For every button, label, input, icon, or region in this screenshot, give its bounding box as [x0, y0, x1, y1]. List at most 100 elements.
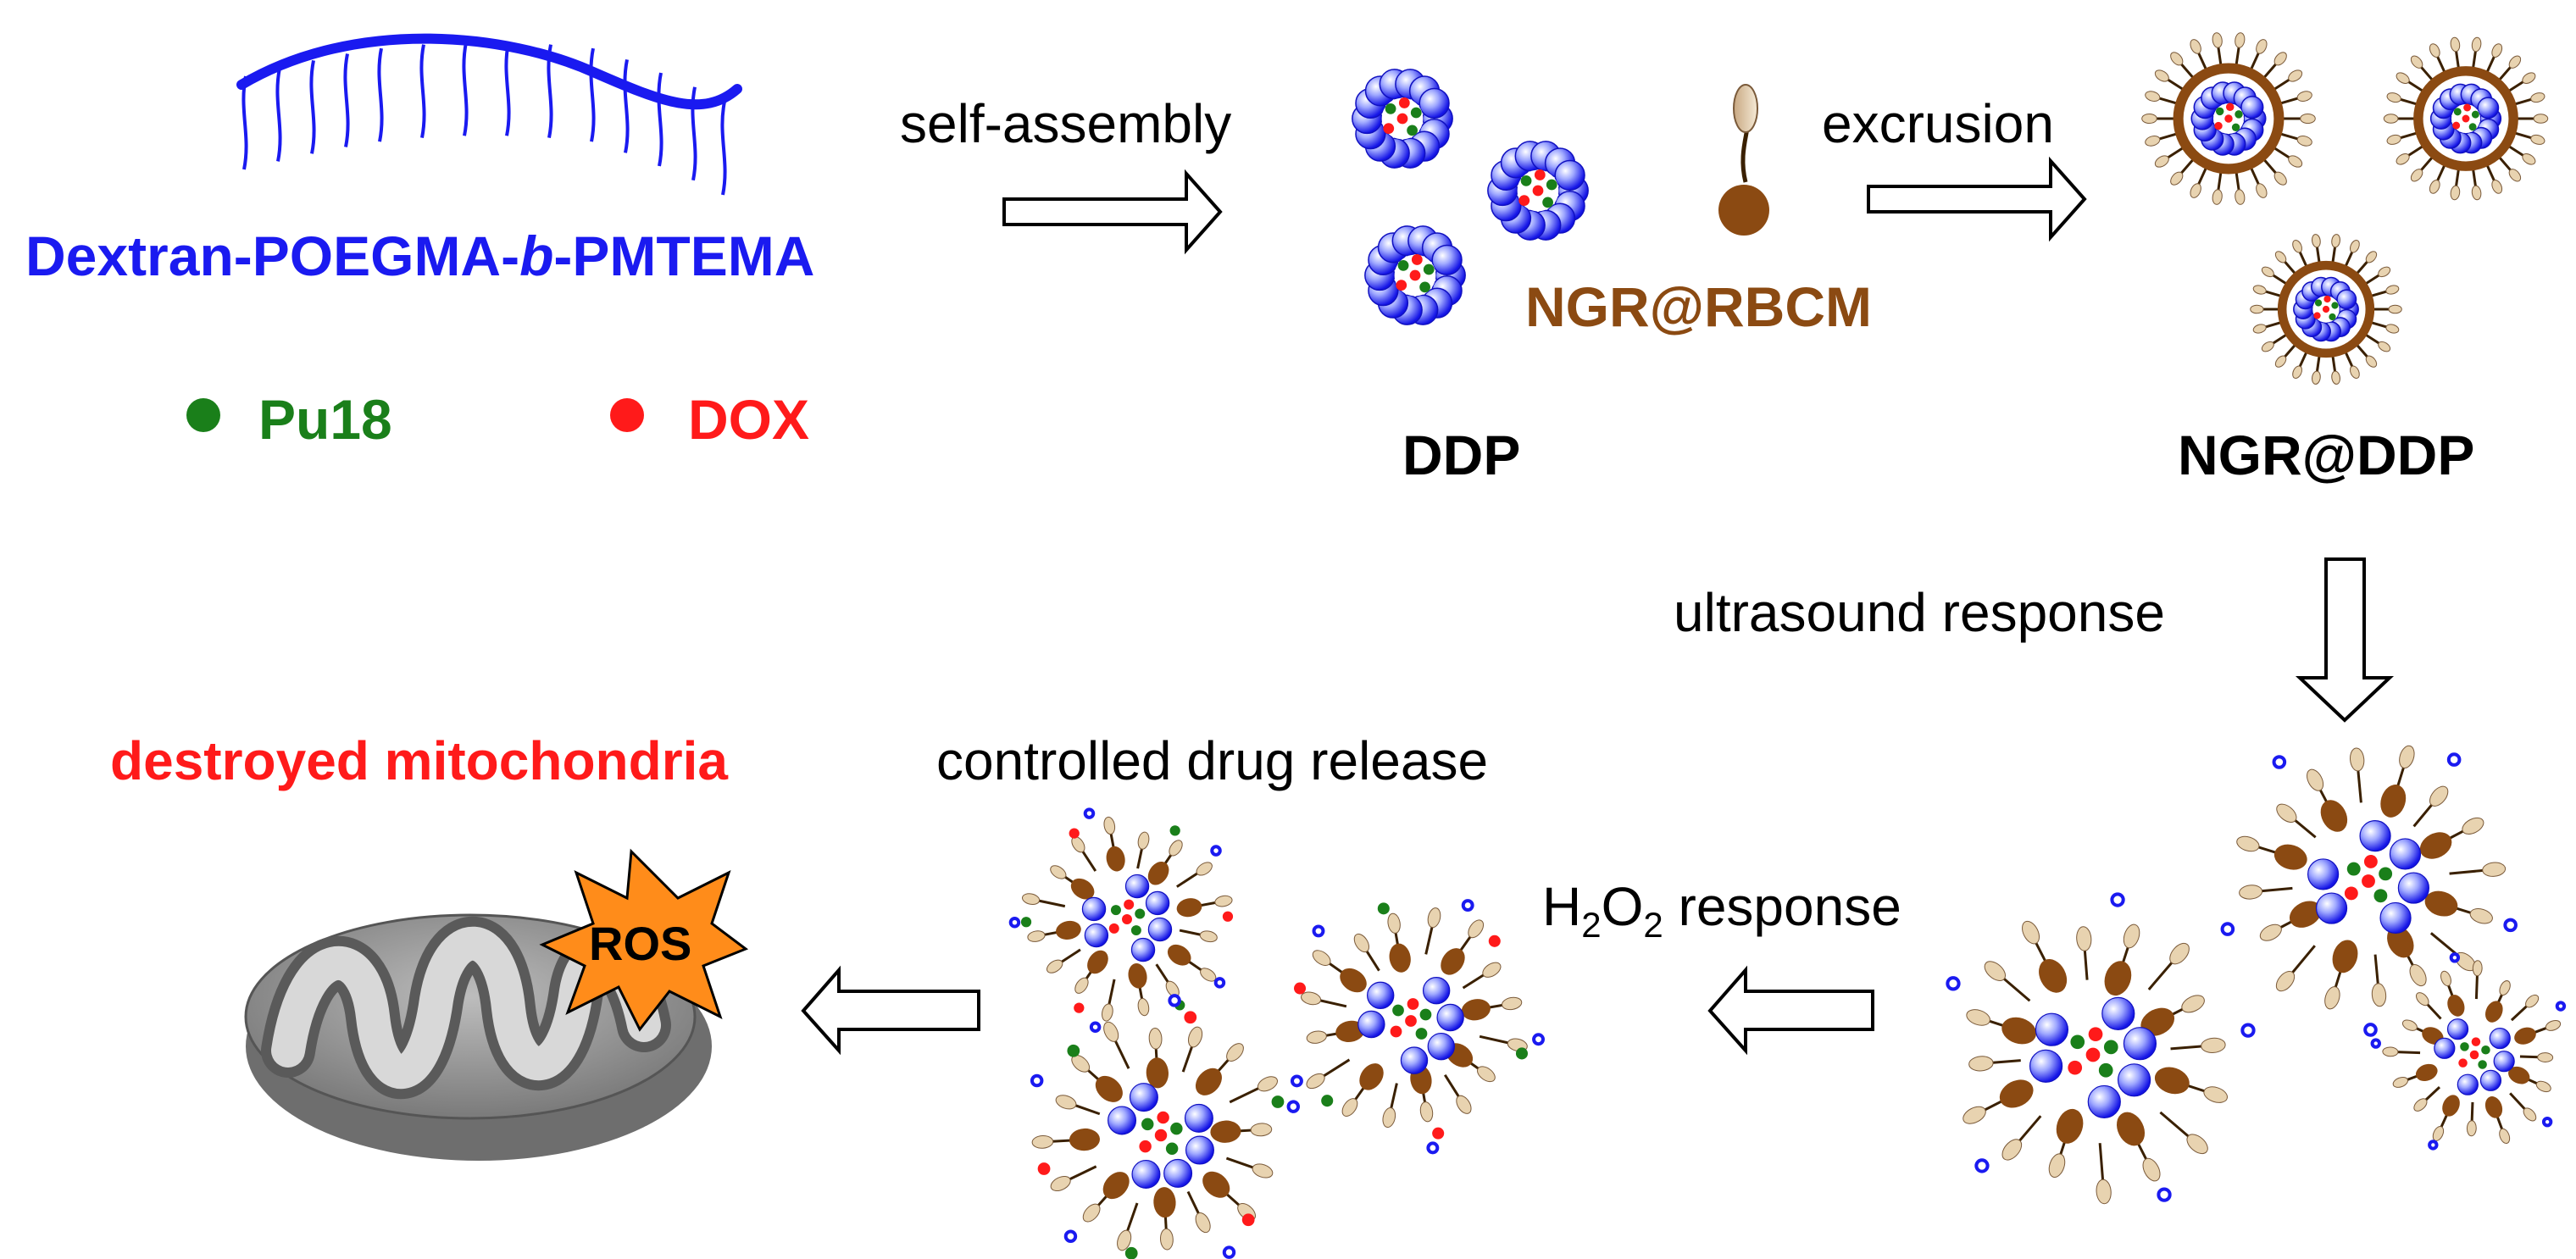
membrane-fragment [1335, 1020, 1365, 1043]
pu18-cargo [2103, 1040, 2118, 1055]
coating-head [2170, 52, 2184, 66]
coating-head [1102, 1003, 1113, 1022]
free-bead [2541, 1116, 2553, 1128]
coating-head [2545, 1019, 2562, 1031]
coating-head [2396, 153, 2410, 165]
dox-cargo [1405, 1015, 1417, 1027]
pu18-cargo [2098, 1062, 2113, 1078]
coating-head [2239, 885, 2263, 900]
membrane-fragment [1441, 948, 1465, 975]
coating-head [1199, 930, 1218, 943]
membrane-fragment [2514, 1027, 2536, 1045]
coating-head [2300, 114, 2316, 124]
dox-cargo [2068, 1060, 2083, 1075]
coating-head [2533, 114, 2549, 124]
membrane-fragment [1147, 861, 1169, 885]
pu18-cargo [1520, 175, 1532, 186]
coating-head [1250, 1123, 1273, 1137]
pu18-cargo [1130, 925, 1141, 936]
coating-head [1031, 1134, 1054, 1149]
coating-head [2292, 365, 2303, 379]
coating-head [2048, 1153, 2066, 1178]
membrane-fragment [1153, 1187, 1176, 1218]
coating-head [2482, 862, 2507, 877]
coating-head [1306, 1073, 1325, 1090]
coating-head [2429, 180, 2440, 194]
coating-head [2385, 324, 2400, 334]
free-bead [2220, 922, 2235, 936]
micelle-bead [2087, 1084, 2121, 1119]
free-bead [1030, 1073, 1044, 1088]
coating-head [2154, 69, 2169, 82]
coating-head [1046, 959, 1063, 973]
coating-head [1353, 933, 1369, 953]
coating-head [1419, 1101, 1434, 1123]
dox-released [1222, 911, 1234, 922]
membrane-fragment [1359, 1063, 1384, 1090]
free-bead [1426, 1141, 1440, 1155]
pu18-cargo [1397, 260, 1409, 271]
pu18-cargo [2373, 889, 2388, 903]
coating-membrane [2173, 63, 2285, 175]
free-bead [1210, 845, 1222, 857]
coating-head [2145, 136, 2161, 147]
coating-head [2410, 169, 2423, 182]
free-bead [1946, 976, 1961, 991]
membrane-fragment [2424, 890, 2458, 917]
micelle-bead [1184, 1103, 1213, 1133]
coating-head [2349, 240, 2360, 253]
pu18-released [1515, 1047, 1528, 1060]
coating-head [2499, 980, 2511, 996]
membrane-fragment [2387, 925, 2414, 958]
dox-cargo [2462, 114, 2470, 123]
micelle-bead [1081, 896, 1107, 922]
coating-head [2530, 134, 2545, 145]
coating-head [2274, 251, 2287, 263]
coating-head [2274, 355, 2287, 368]
ddp-micelles [1351, 67, 1590, 327]
micelle-bead [2477, 97, 2500, 119]
free-bead [2370, 1038, 2381, 1049]
micelle-bead [1357, 1010, 1385, 1039]
micelle-bead [2434, 1037, 2456, 1059]
coating-head [2288, 155, 2303, 168]
dox-cargo [2471, 1037, 2481, 1046]
coating-head [2022, 920, 2040, 945]
coating-head [1966, 1009, 1990, 1026]
dox-cargo [2469, 1050, 2479, 1060]
micelle-bead [1422, 977, 1451, 1005]
membrane-fragment [2001, 1017, 2037, 1045]
coating-head [2469, 908, 2493, 924]
membrane-fragment [2419, 832, 2452, 859]
dox-cargo [2323, 295, 2331, 303]
free-bead [1974, 1158, 1990, 1173]
pu18-cargo [2346, 862, 2361, 876]
coating-head [1301, 991, 1322, 1006]
coating-head [2203, 1086, 2228, 1103]
ddp-label: DDP [1402, 424, 1520, 486]
coating-head [1148, 1028, 1163, 1050]
polymer-sidechain [504, 42, 511, 136]
coating-head [2365, 251, 2378, 263]
coating-head [2491, 180, 2503, 194]
membrane-fragment [1069, 1128, 1100, 1151]
micelle-bead [2101, 996, 2135, 1031]
coating-head [2385, 285, 2400, 295]
coating-head [1117, 1229, 1132, 1251]
pu18-cargo [2329, 313, 2336, 321]
dox-cargo [2313, 312, 2321, 319]
pu18-cargo [1546, 179, 1557, 191]
dox-released [1241, 1213, 1255, 1227]
membrane-fragment [1167, 944, 1191, 966]
free-bead [1213, 977, 1226, 989]
coating-head [2523, 1107, 2537, 1122]
membrane-fragment [2508, 1066, 2530, 1084]
self-assembly-label: self-assembly [900, 93, 1231, 154]
pu18-cargo [2314, 299, 2323, 307]
pu18-cargo [1135, 908, 1146, 919]
coating-head [1427, 907, 1441, 929]
coating-head [2312, 234, 2321, 248]
dox-cargo [2363, 855, 2378, 868]
free-bead [2555, 1001, 2567, 1012]
dox-cargo [1122, 914, 1132, 924]
